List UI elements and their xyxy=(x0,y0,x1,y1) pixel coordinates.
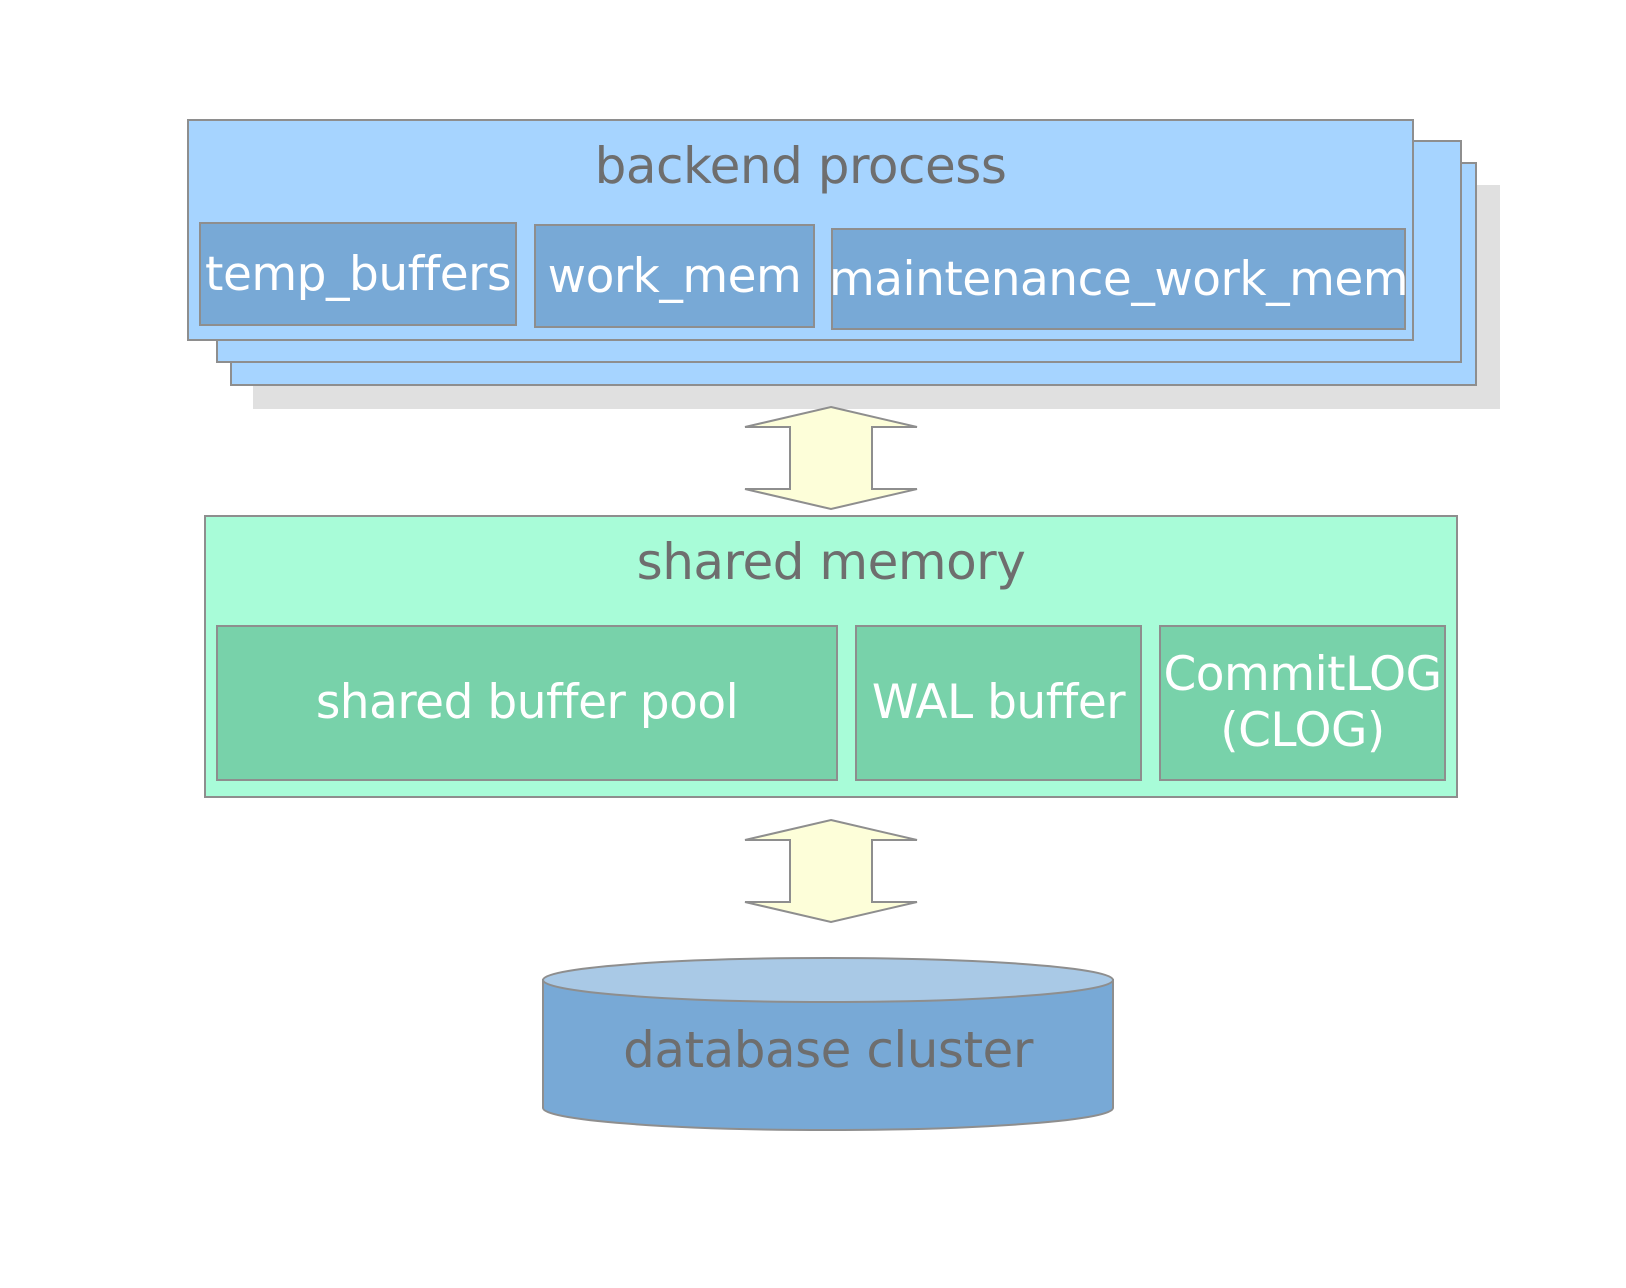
double-arrow-icon xyxy=(741,818,921,924)
wal-buffer-box: WAL buffer xyxy=(855,625,1142,781)
temp-buffers-box: temp_buffers xyxy=(199,222,517,326)
database-cluster-label: database cluster xyxy=(623,1021,1033,1079)
maintenance-work-mem-box: maintenance_work_mem xyxy=(829,228,1409,330)
backend-process-title: backend process xyxy=(594,137,1007,195)
work-mem-box: work_mem xyxy=(534,224,815,328)
database-cluster-cylinder: database cluster xyxy=(540,955,1116,1135)
commit-log-label: CommitLOG xyxy=(1163,646,1442,702)
backend-process-box: backend process temp_buffers work_mem ma… xyxy=(187,119,1414,341)
commit-log-box: CommitLOG (CLOG) xyxy=(1159,625,1446,781)
shared-buffer-pool-box: shared buffer pool xyxy=(216,625,838,781)
shared-memory-title: shared memory xyxy=(636,533,1026,591)
database-cylinder-icon xyxy=(542,957,1114,1131)
double-arrow-icon xyxy=(741,405,921,511)
shared-memory-box: shared memory shared buffer pool WAL buf… xyxy=(204,515,1458,798)
clog-label: (CLOG) xyxy=(1220,703,1385,758)
